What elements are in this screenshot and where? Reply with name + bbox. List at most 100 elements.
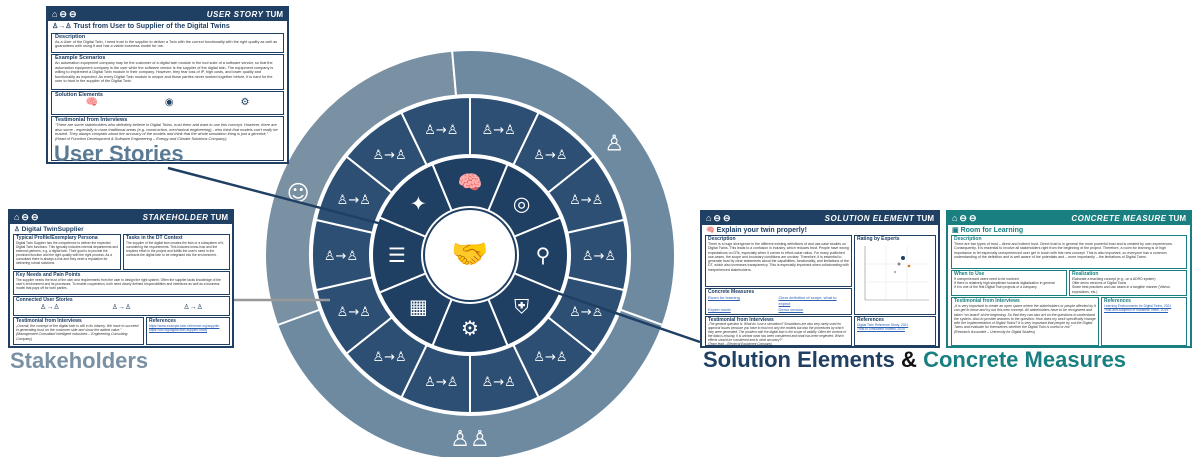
solution-measures-section: Concrete Measures Room for learning Clea… xyxy=(705,288,852,315)
rating-scatter-plot xyxy=(864,246,929,301)
concrete-measure-card[interactable]: ⌂⊖⊖ CONCRETE MEASURE TUM ▣ Room for Lear… xyxy=(946,210,1192,348)
tum-logo: TUM xyxy=(265,10,283,19)
user-story-icon: ♙→♙ xyxy=(569,305,603,320)
measure-testimonial-section: Testimonial from Interviews „It is very … xyxy=(951,297,1099,346)
user-story-icon: ♙→♙ xyxy=(533,148,567,163)
coins-icon: ◎ xyxy=(513,191,530,215)
reference-link[interactable]: Digital Twin Reference Study, 2021 xyxy=(857,323,909,327)
measure-title: ▣ Room for Learning xyxy=(952,227,1024,234)
idea-icon: ✦ xyxy=(410,191,427,215)
handshake-icon: 🤝 xyxy=(451,237,488,272)
user-story-icon: ♙→♙ xyxy=(424,123,458,138)
rating-point xyxy=(907,264,911,268)
card-type-label: STAKEHOLDER xyxy=(142,213,209,222)
reference-link[interactable]: https://doi.org/digital-twin-supplier-st… xyxy=(149,328,208,332)
user-stories-title: User Stories xyxy=(54,141,184,166)
solution-measures-title: Solution Elements & Concrete Measures xyxy=(703,347,1126,373)
stakeholder-testimonial-section: Testimonial from Interviews „Overall, th… xyxy=(13,317,144,345)
supplier-person-icon: ♙ xyxy=(14,226,22,233)
user-story-icon: ♙→♙ xyxy=(372,148,406,163)
reference-link[interactable]: Learning Environments for Digital Twins,… xyxy=(1104,304,1172,308)
user-to-supplier-icon: ♙→♙ xyxy=(52,23,74,30)
story-link-icon[interactable]: ♙→♙ xyxy=(183,304,203,311)
group-icon: ♙♙ xyxy=(450,427,489,452)
needs-section: Key Needs and Pain Points The supplier n… xyxy=(13,271,230,295)
user-story-card[interactable]: ⌂⊖⊖ USER STORY TUM ♙→♙ Trust from User t… xyxy=(46,6,289,164)
learning-icon: ▣ xyxy=(952,227,961,234)
rating-point xyxy=(897,262,901,266)
coins-icon[interactable]: ◉ xyxy=(164,97,174,108)
stakeholder-segment xyxy=(276,308,664,457)
person-icon: ♙ xyxy=(604,131,624,156)
card-type-label: USER STORY xyxy=(206,10,264,19)
story-link-icon[interactable]: ♙→♙ xyxy=(111,304,132,311)
solution-segment xyxy=(378,163,453,238)
tasks-section: Tasks in the DT Context The supplier of … xyxy=(123,234,230,270)
testimonial-section: Testimonial from Interviews “There are s… xyxy=(51,116,284,161)
connected-user-stories-section: Connected User Stories ♙→♙♙→♙♙→♙ xyxy=(13,296,230,316)
solution-testimonial-section: Testimonial from Interviews „The general… xyxy=(705,316,852,346)
solution-element-card[interactable]: ⌂⊖⊖ SOLUTION ELEMENT TUM 🧠 Explain your … xyxy=(700,210,940,348)
network-icon: ⚲ xyxy=(536,243,551,267)
rating-point xyxy=(901,256,905,260)
brain-icon: 🧠 xyxy=(458,170,483,194)
persona-section: Typical Profile/Exemplary Persona Digita… xyxy=(13,234,121,270)
rating-point xyxy=(893,270,897,274)
user-story-icon: ♙→♙ xyxy=(372,350,406,365)
concrete-measures-title: Concrete Measures xyxy=(923,347,1127,372)
user-story-icon: ♙→♙ xyxy=(533,350,567,365)
measure-link[interactable]: Clear definition of scope, what to expec… xyxy=(778,295,837,306)
user-story-icon: ♙→♙ xyxy=(337,305,371,320)
stakeholder-card-header: ⌂⊖⊖ STAKEHOLDER TUM xyxy=(10,211,232,224)
user-story-icon: ♙→♙ xyxy=(337,193,371,208)
connected-story-icons: ♙→♙ ♙→♙ ♙→♙ xyxy=(14,303,229,311)
network-icon[interactable]: ⚙ xyxy=(240,97,250,108)
user-story-icon: ♙→♙ xyxy=(569,193,603,208)
user-story-icon: ♙→♙ xyxy=(324,249,358,264)
ampersand: & xyxy=(901,347,917,372)
checklist-icon: ☰ xyxy=(388,243,406,267)
solution-elements-section: Solution Elements 🧠◉⚙ xyxy=(51,91,284,115)
user-story-connector xyxy=(167,166,406,232)
solution-connector xyxy=(539,285,701,344)
user-story-title: ♙→♙ Trust from User to Supplier of the D… xyxy=(52,23,230,30)
home-back-forward-icons[interactable]: ⌂⊖⊖ xyxy=(52,9,79,19)
example-scenarios-section: Example Scenarios An automation equipmen… xyxy=(51,54,284,90)
solution-card-header: ⌂⊖⊖ SOLUTION ELEMENT TUM xyxy=(702,212,938,225)
measure-description-section: Description There are two types of trust… xyxy=(951,235,1187,269)
stakeholders-title: Stakeholders xyxy=(10,348,149,373)
center-circle xyxy=(423,208,517,302)
tum-logo: TUM xyxy=(210,213,228,222)
home-back-forward-icons[interactable]: ⌂⊖⊖ xyxy=(952,213,979,223)
card-type-label: CONCRETE MEASURE xyxy=(1071,214,1167,223)
certificate-icon: ⚙ xyxy=(461,316,479,340)
reference-link[interactable]: https://www.example-twin-reference.org/s… xyxy=(149,324,220,328)
user-story-icon: ♙→♙ xyxy=(482,375,516,390)
user-story-icon: ♙→♙ xyxy=(582,249,616,264)
measure-link[interactable]: Room for learning xyxy=(708,295,740,300)
realization-section: Realization Elaborate a teaching concept… xyxy=(1069,270,1187,296)
home-back-forward-icons[interactable]: ⌂⊖⊖ xyxy=(706,213,733,223)
solution-title: 🧠 Explain your twin properly! xyxy=(706,227,807,234)
home-back-forward-icons[interactable]: ⌂⊖⊖ xyxy=(14,212,41,222)
tum-logo: TUM xyxy=(916,214,934,223)
stakeholder-card[interactable]: ⌂⊖⊖ STAKEHOLDER TUM ♙ Digital TwinSuppli… xyxy=(8,209,234,348)
brain-icon[interactable]: 🧠 xyxy=(85,97,98,108)
measure-references-section: References Learning Environments for Dig… xyxy=(1101,297,1187,346)
description-section: Description As a User of the Digital Twi… xyxy=(51,33,284,53)
solution-references-section: References Digital Twin Reference Study,… xyxy=(854,316,936,346)
solution-elements-title: Solution Elements xyxy=(703,347,895,372)
user-story-card-header: ⌂⊖⊖ USER STORY TUM xyxy=(48,8,287,21)
reference-link[interactable]: Trust and Adoption of Industrial Twins, … xyxy=(1104,308,1168,312)
when-to-use-section: When to Use If unexperienced users need … xyxy=(951,270,1067,296)
measure-link[interactable]: Expert mode xyxy=(708,307,731,312)
tum-logo: TUM xyxy=(1168,214,1186,223)
measure-link[interactable]: Demo version xyxy=(778,307,804,312)
reference-link[interactable]: Trust in Simulation Models, 2020 xyxy=(857,327,905,331)
shield-icon: ⛨ xyxy=(514,295,529,319)
stakeholder-references-section: References https://www.example-twin-refe… xyxy=(146,317,230,345)
measure-card-header: ⌂⊖⊖ CONCRETE MEASURE TUM xyxy=(948,212,1190,225)
user-story-icon: ♙→♙ xyxy=(424,375,458,390)
story-link-icon[interactable]: ♙→♙ xyxy=(40,304,60,311)
